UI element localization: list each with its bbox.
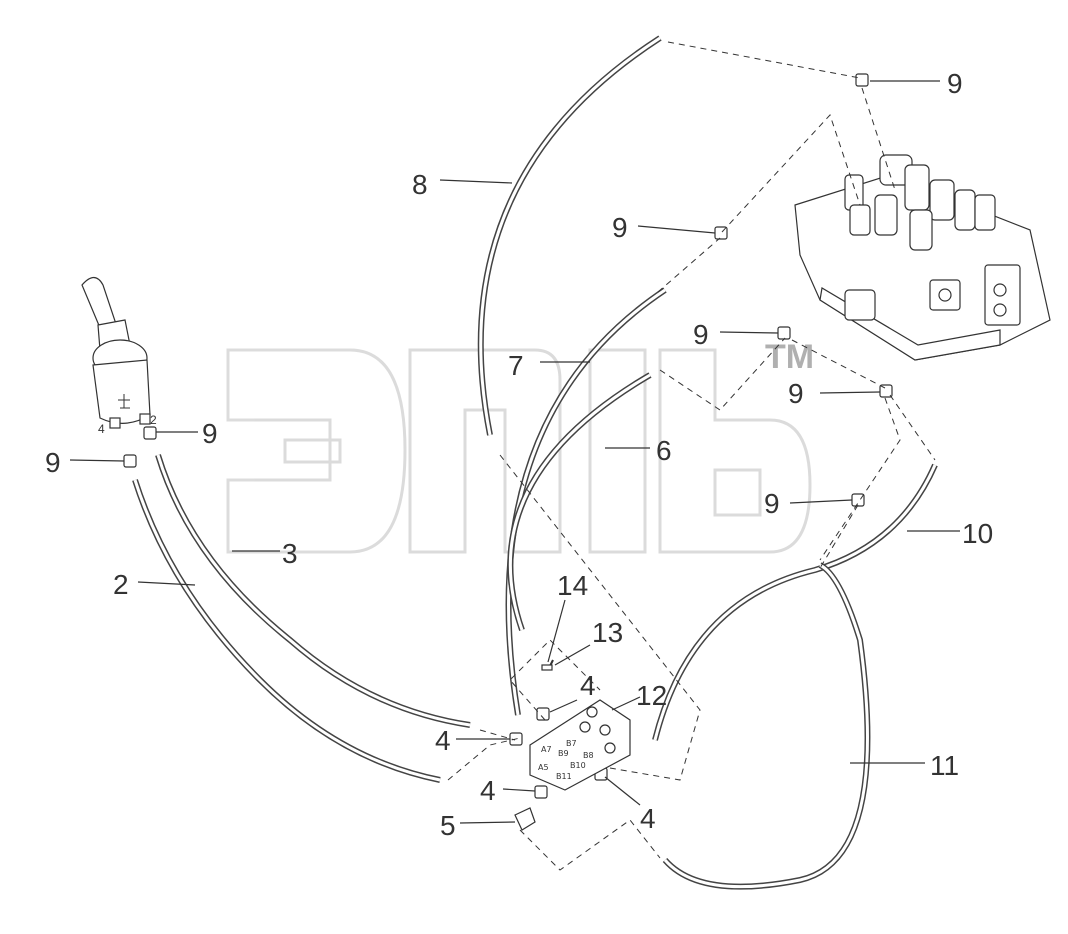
main-control-valve: [794, 154, 1051, 361]
callout-9-g: 9: [45, 447, 61, 478]
hose-2: [132, 479, 441, 783]
callout-9-d: 9: [788, 378, 804, 409]
callout-4-b: 4: [480, 775, 496, 806]
fittings: [123, 73, 893, 831]
hose-7: [505, 287, 667, 716]
callout-13: 13: [592, 617, 623, 648]
watermark-logo: [226, 348, 812, 554]
joystick-pilot-valve: [81, 276, 151, 429]
callout-2: 2: [113, 569, 129, 600]
callout-8: 8: [412, 169, 428, 200]
port-a5: A5: [538, 763, 549, 772]
callout-9-e: 9: [764, 488, 780, 519]
joystick-port-4: 4: [98, 422, 105, 436]
callout-3: 3: [282, 538, 298, 569]
callout-9-b: 9: [947, 68, 963, 99]
callout-5: 5: [440, 810, 456, 841]
hose-10: [652, 463, 938, 741]
callout-12: 12: [636, 680, 667, 711]
callout-9-f: 9: [202, 418, 218, 449]
joystick-port-2: 2: [150, 413, 157, 427]
hose-11: [662, 562, 871, 890]
callout-6: 6: [656, 435, 672, 466]
callout-9-a: 9: [612, 212, 628, 243]
port-b7: B7: [566, 739, 577, 748]
callout-4-d: 4: [640, 803, 656, 834]
callout-7: 7: [508, 350, 524, 381]
port-b8: B8: [583, 751, 594, 760]
callout-14: 14: [557, 570, 588, 601]
leader-lines: [69, 80, 960, 824]
watermark-tm: TM: [765, 338, 814, 376]
callout-10: 10: [962, 518, 993, 549]
port-a7: A7: [541, 745, 552, 754]
bolt: [541, 659, 554, 671]
distribution-block: [529, 699, 631, 791]
callout-4-c: 4: [580, 670, 596, 701]
callout-11: 11: [930, 750, 959, 781]
callout-4-a: 4: [435, 725, 451, 756]
dashed-connections: [447, 41, 936, 871]
port-b10: B10: [570, 761, 586, 770]
callouts: 8 9 9 9 9 9 9 9 7 6 10 11 2 3 4 4 4 4 5 …: [45, 68, 993, 841]
port-b9: B9: [558, 749, 569, 758]
callout-9-c: 9: [693, 319, 709, 350]
hose-3: [155, 454, 471, 728]
port-b11: B11: [556, 772, 572, 781]
hoses: [132, 35, 938, 890]
